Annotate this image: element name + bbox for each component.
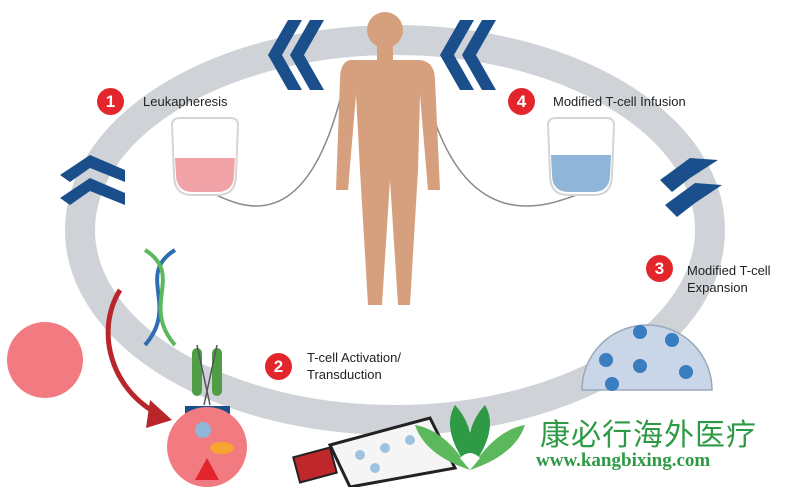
step-1-label: Leukapheresis xyxy=(143,94,228,109)
cell-expansion-dish xyxy=(581,324,713,391)
step-1-badge: 1 xyxy=(97,88,124,115)
chevron-arrows-top-right xyxy=(440,20,496,90)
human-body-figure xyxy=(336,12,440,305)
brand-name: 康必行海外医疗 xyxy=(540,418,757,453)
chevron-arrows-left xyxy=(60,155,125,205)
step-3-badge: 3 xyxy=(646,255,673,282)
step-3-label-line1: Modified T-cell xyxy=(687,263,771,278)
target-cell xyxy=(7,322,83,398)
dna-helix-icon xyxy=(143,248,177,347)
transduction-arrow-head xyxy=(146,400,172,428)
chevron-arrows-top-left xyxy=(268,20,324,90)
brand-lotus-logo xyxy=(415,405,525,470)
culture-flask-icon xyxy=(292,416,458,489)
blood-bag-red xyxy=(170,117,240,196)
step-2-label-line2: Transduction xyxy=(307,367,382,382)
step-2-label-line1: T-cell Activation/ xyxy=(307,350,401,365)
chevron-arrows-right xyxy=(660,158,722,217)
step-2-badge: 2 xyxy=(265,353,292,380)
step-4-label: Modified T-cell Infusion xyxy=(553,94,686,109)
step-4-badge: 4 xyxy=(508,88,535,115)
brand-url[interactable]: www.kangbixing.com xyxy=(536,450,711,471)
step-3-label-line2: Expansion xyxy=(687,280,748,295)
blood-bag-blue xyxy=(546,117,616,196)
transduction-arrow xyxy=(105,288,162,418)
t-cell-icon xyxy=(167,407,247,487)
